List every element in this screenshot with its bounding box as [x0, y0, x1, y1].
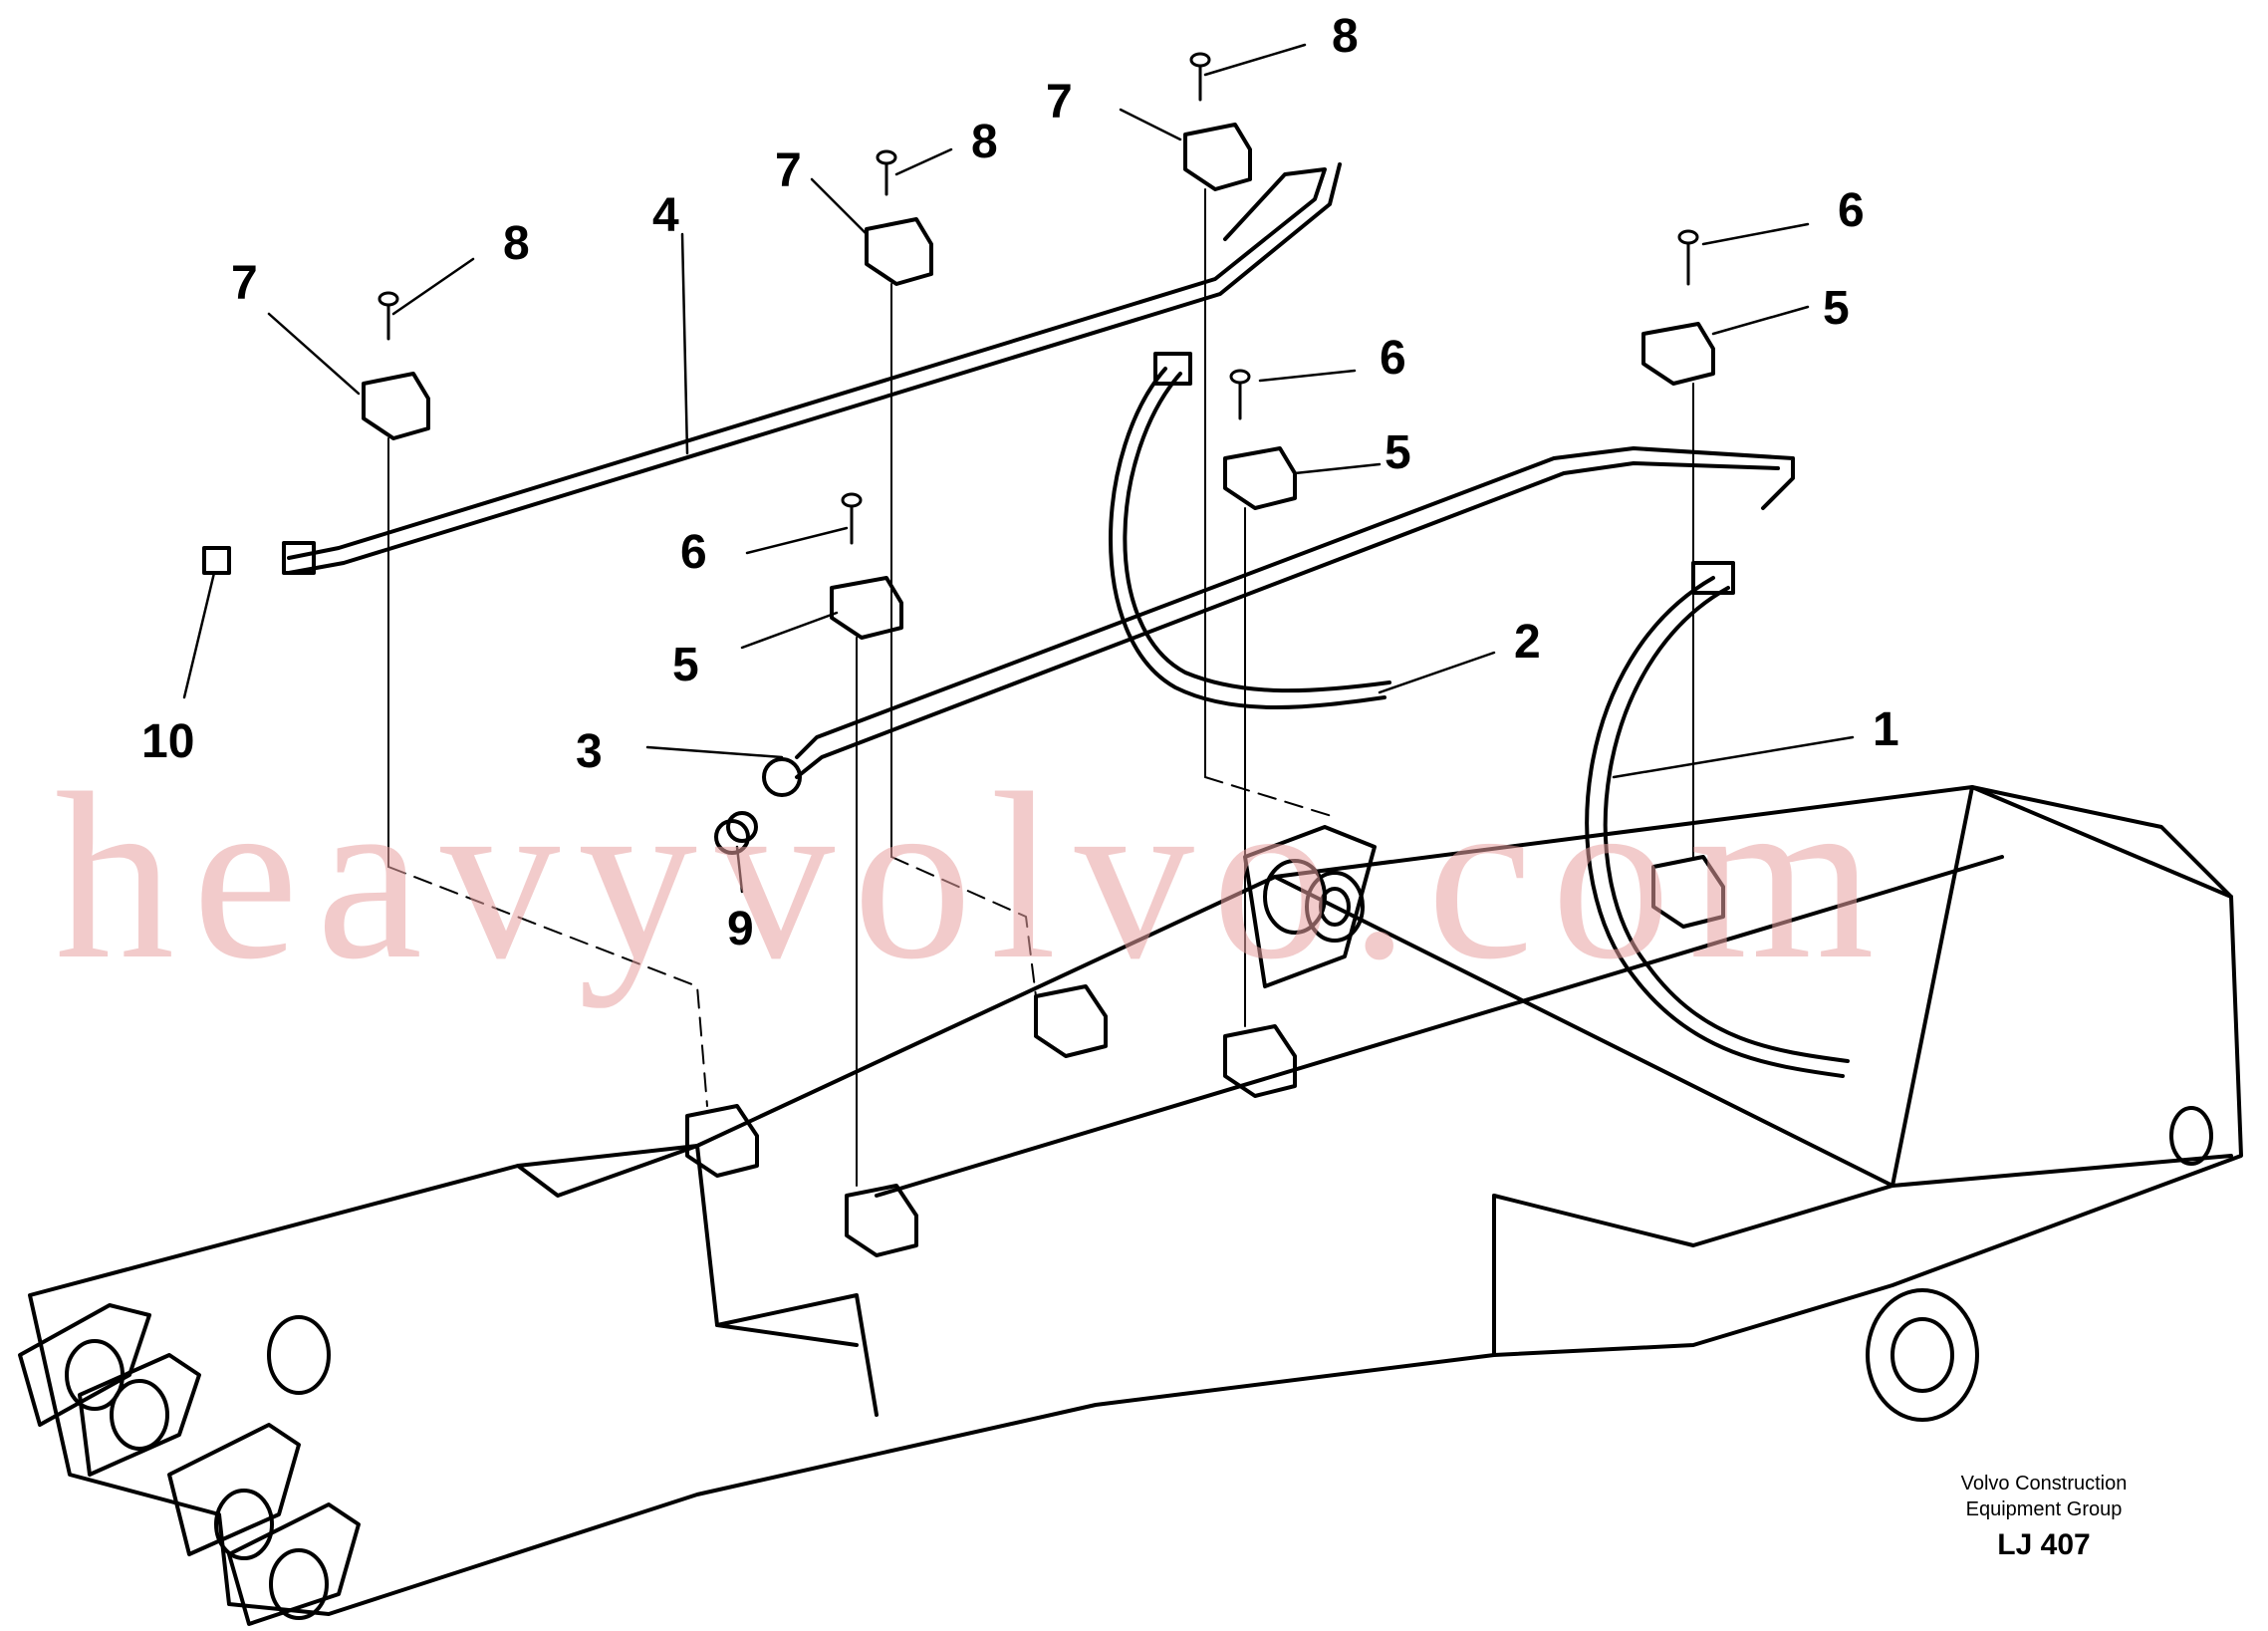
- callout-6-a: 6: [1380, 332, 1406, 385]
- callout-5-a: 5: [1385, 426, 1411, 479]
- boom-outline: [28, 785, 2243, 1616]
- callout-8-c: 8: [1332, 10, 1359, 63]
- callout-3: 3: [576, 725, 603, 778]
- callout-6-b: 6: [1838, 184, 1865, 237]
- pivot-bracket: [1243, 825, 1377, 988]
- clamp-halves: [362, 123, 1715, 640]
- drawing-code: LJ 407: [1997, 1528, 2091, 1561]
- callout-7-a: 7: [231, 257, 258, 310]
- hose-2: [1109, 352, 1391, 709]
- boom-fork-lugs: [18, 1303, 361, 1626]
- callout-1: 1: [1873, 703, 1899, 756]
- company-line-2: Equipment Group: [1965, 1498, 2123, 1520]
- company-caption: Volvo Construction Equipment Group: [1914, 1471, 2173, 1522]
- callout-7-b: 7: [775, 144, 802, 197]
- callout-4: 4: [652, 189, 679, 242]
- callout-6-c: 6: [680, 526, 707, 579]
- callout-9: 9: [727, 903, 754, 955]
- callout-5-b: 5: [1823, 282, 1850, 335]
- callout-7-c: 7: [1046, 76, 1073, 129]
- callout-8-b: 8: [971, 116, 998, 168]
- mounted-clamp-blocks: [685, 855, 1725, 1257]
- callout-5-c: 5: [672, 639, 699, 691]
- watermark-text: heavyvolvo.com: [55, 743, 1892, 1008]
- boom-end-bore: [1866, 1106, 2213, 1422]
- pipe-3: [726, 446, 1795, 843]
- company-line-1: Volvo Construction: [1960, 1473, 2128, 1495]
- bolts: [378, 52, 1699, 545]
- leader-lines: [182, 43, 1855, 894]
- callout-10: 10: [141, 715, 194, 768]
- callout-2: 2: [1514, 616, 1541, 669]
- pipe-4: [282, 162, 1342, 575]
- alignment-lines: [387, 188, 1694, 1187]
- plugs: [202, 546, 750, 855]
- callout-8-a: 8: [503, 217, 530, 270]
